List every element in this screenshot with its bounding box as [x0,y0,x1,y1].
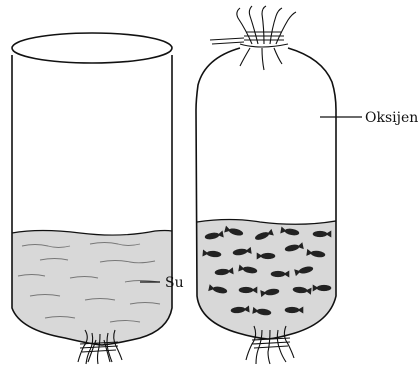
water-bag [12,33,172,364]
oxygen-label: Oksijen [365,110,418,126]
water-bag-opening [12,33,172,63]
fish-bag-top-knot [210,6,296,70]
water-label: Su [165,275,184,291]
fish-bag [196,6,336,364]
fish-bag-water [197,220,336,340]
oxygen-label-group: Oksijen [320,110,418,126]
water-bag-water [12,231,172,346]
